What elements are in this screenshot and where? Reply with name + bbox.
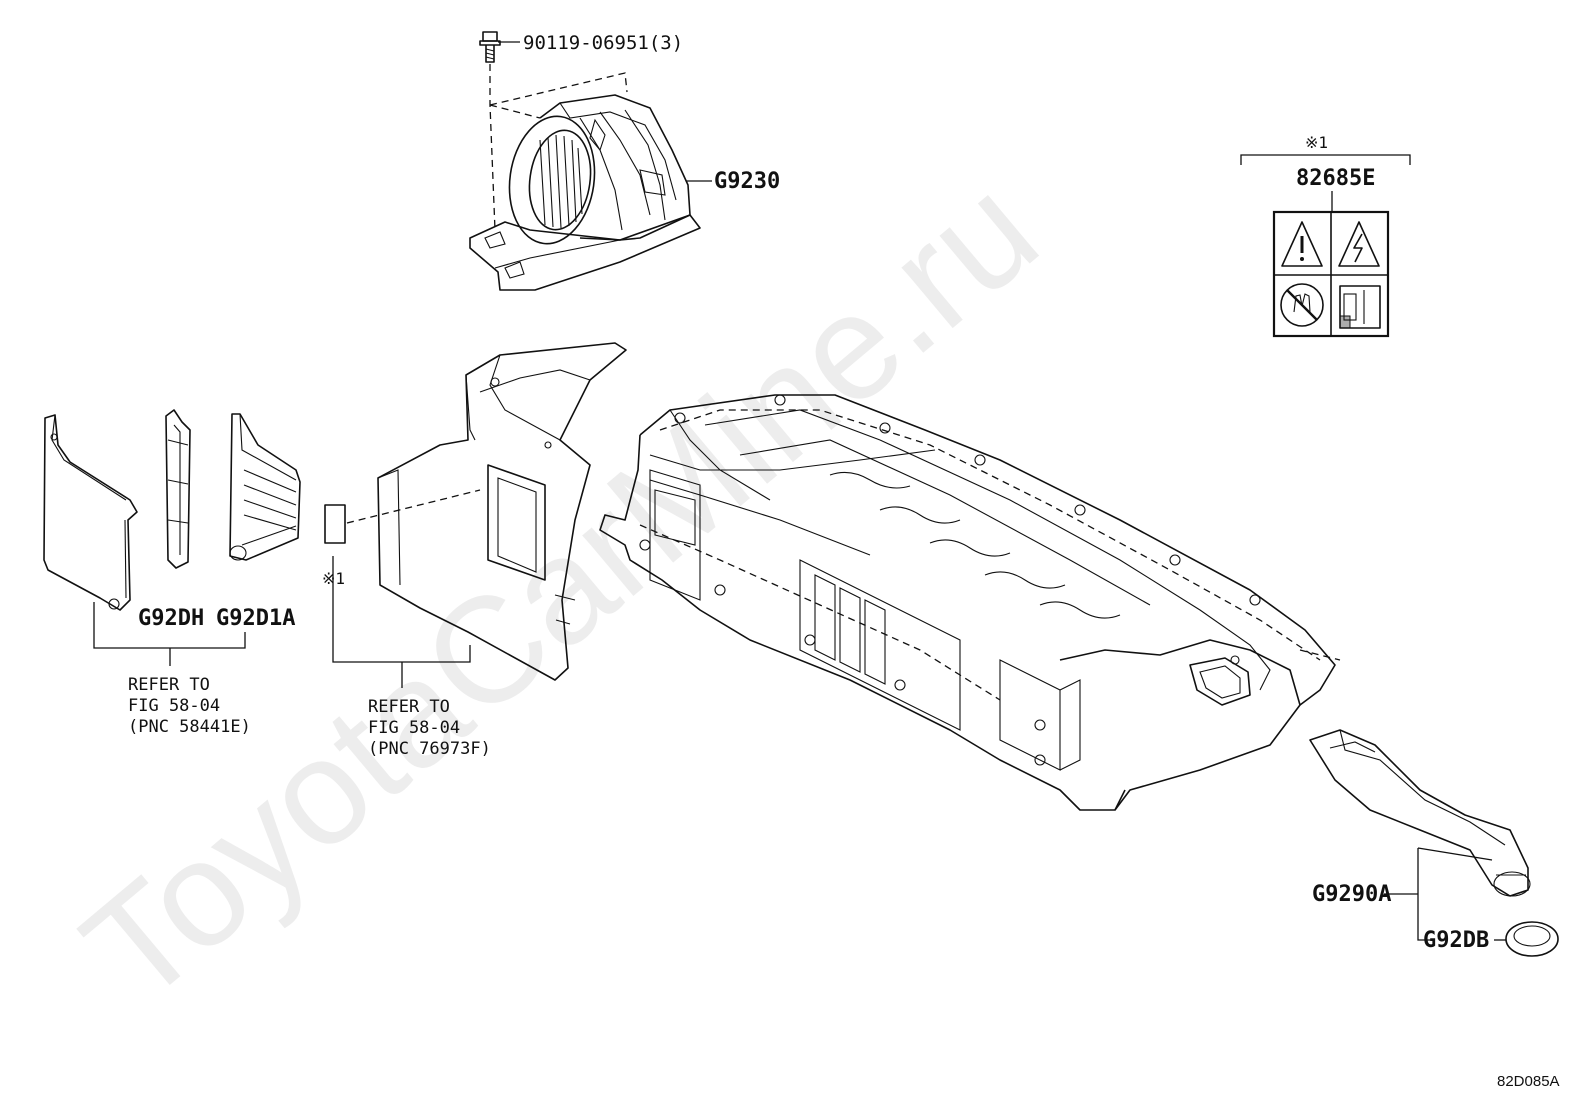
refer-mid-line3: (PNC 76973F) [368, 739, 491, 759]
plate-note-mark: ※1 [1305, 133, 1328, 152]
duct-right-label: G9290A [1312, 882, 1391, 907]
refer-left-line2: FIG 58-04 [128, 696, 220, 716]
outlet-duct-right [1309, 729, 1531, 897]
plate-label: 82685E [1296, 166, 1375, 191]
duct-right-bracket [1417, 848, 1435, 941]
bolt-label: 90119-06951(3) [523, 32, 683, 54]
seal-ring [1505, 921, 1559, 957]
refer-mid-line1: REFER TO [368, 697, 450, 717]
blower-label: G9230 [714, 169, 780, 194]
watermark: ToyotaCarMine.ru [53, 145, 1068, 1035]
battery-icon [1339, 285, 1381, 329]
refer-left-line3: (PNC 58441E) [128, 717, 251, 737]
figure-code: 82D085A [1497, 1073, 1560, 1090]
blower-assembly [469, 72, 701, 291]
left-side-cover [43, 414, 138, 611]
bolt-icon [479, 31, 501, 63]
duct-right-pointer [1417, 847, 1493, 861]
inlet-duct-panel [377, 342, 627, 681]
refer-left-line1: REFER TO [128, 675, 210, 695]
warning-icon [1281, 221, 1323, 267]
bolt-dashed-guide [489, 64, 496, 231]
small-label-piece [324, 504, 346, 544]
high-voltage-icon [1338, 221, 1380, 267]
hybrid-battery-pack [599, 394, 1341, 811]
no-touch-icon [1280, 283, 1324, 327]
small-label-dashed [346, 489, 481, 524]
inlet-duct-left [229, 413, 301, 561]
duct-left-label: G92D1A [216, 606, 295, 631]
plate-bracket [1240, 154, 1411, 165]
cover-panel [165, 409, 191, 569]
cover-label: G92DH [138, 606, 204, 631]
seal-label: G92DB [1423, 928, 1489, 953]
refer-mid-line2: FIG 58-04 [368, 718, 460, 738]
label-plate [1272, 210, 1390, 338]
